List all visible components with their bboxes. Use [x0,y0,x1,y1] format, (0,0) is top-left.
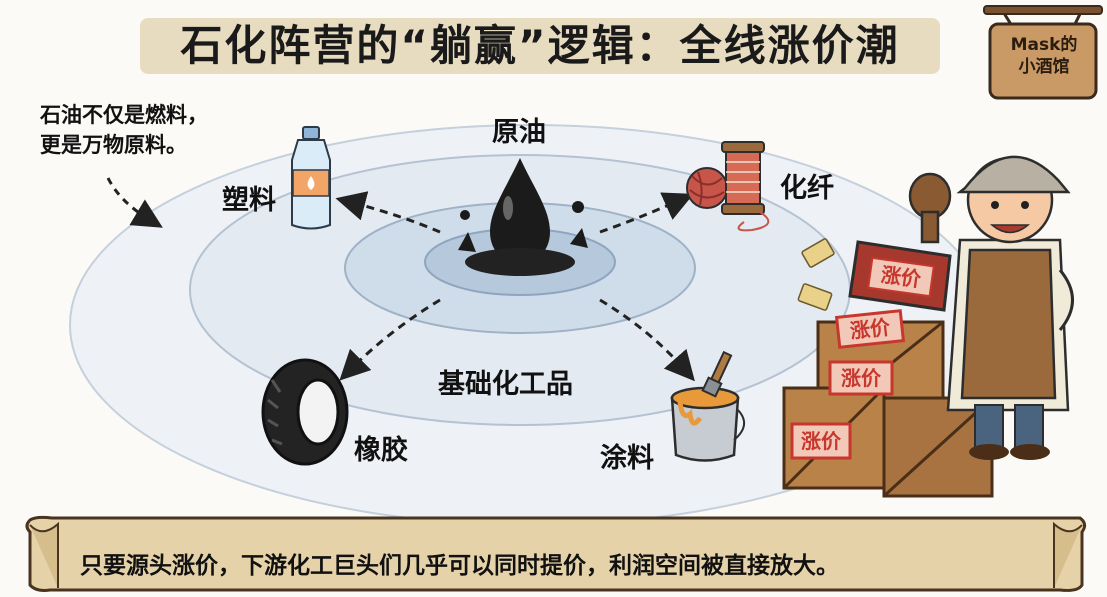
stamp-label: 涨价 [880,262,924,291]
hanging-sign [983,5,1103,100]
page-title: 石化阵营的“躺赢”逻辑：全线涨价潮 [180,21,900,70]
crate-label-1: 涨价 [849,315,892,343]
bottom-banner [25,515,1087,592]
banner-text: 只要源头涨价，下游化工巨头们几乎可以同时提价，利润空间被直接放大。 [80,553,839,579]
fiber-label: 化纤 [780,173,834,204]
ring-label: 基础化工品 [438,369,573,400]
sign-label: Mask的 小酒馆 [994,34,1094,78]
crate-label-2: 涨价 [841,366,882,390]
arrow-note [106,177,163,228]
crate-label-3: 涨价 [801,429,842,453]
paint-label: 涂料 [600,443,654,474]
crate-icon [782,309,994,498]
side-note-line-1: 石油不仅是燃料， [40,103,208,127]
rubber-label: 橡胶 [354,435,408,466]
oil-drop-icon [458,158,588,276]
stamp-icon [848,172,952,312]
paint-bucket-icon [670,350,745,462]
plastic-label: 塑料 [222,185,276,216]
arrow-to-fiber [599,192,694,234]
sign-line-1: Mask的 [1010,35,1078,55]
side-note-line-2: 更是万物原料。 [40,133,187,157]
tire-icon [261,358,349,466]
arrow-to-paint [599,298,695,382]
arrow-to-plastic [335,191,441,234]
yarn-spool-icon [686,141,770,232]
worker-character [946,155,1074,460]
side-note: 石油不仅是燃料， 更是万物原料。 [40,100,208,160]
arrow-to-rubber [339,298,441,381]
title-highlight [140,18,940,74]
center-label: 原油 [492,117,546,148]
sign-line-2: 小酒馆 [1018,57,1070,77]
water-bottle-icon [291,126,331,230]
